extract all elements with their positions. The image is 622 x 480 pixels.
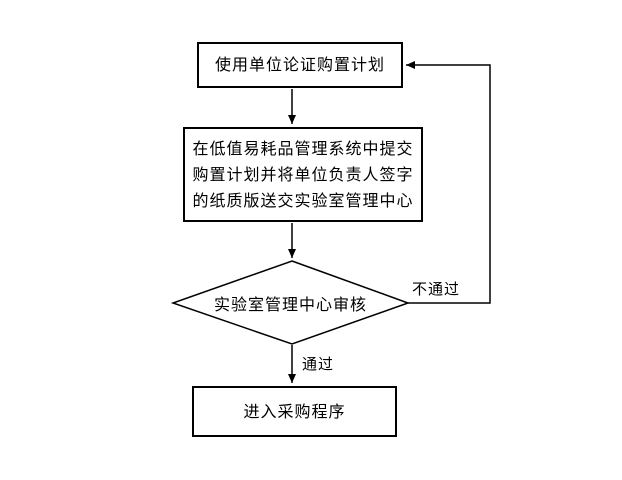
edge-label-fail: 不通过 [412, 280, 461, 298]
process-box-plan-label: 使用单位论证购置计划 [214, 55, 385, 74]
process-box-procure: 进入采购程序 [192, 386, 397, 437]
process-box-procure-label: 进入采购程序 [243, 401, 346, 421]
process-box-submit-line3: 的纸质版送交实验室管理中心 [192, 190, 414, 210]
process-box-submit-line1: 在低值易耗品管理系统中提交 [192, 138, 414, 158]
arrow-review-fail-feedback [406, 61, 491, 304]
decision-diamond-shape [170, 260, 411, 345]
process-box-submit: 在低值易耗品管理系统中提交 购置计划并将单位负责人签字 的纸质版送交实验室管理中… [183, 127, 423, 222]
edge-label-pass: 通过 [302, 355, 335, 373]
process-box-plan: 使用单位论证购置计划 [197, 42, 403, 88]
process-box-submit-line2: 购置计划并将单位负责人签字 [192, 164, 414, 184]
